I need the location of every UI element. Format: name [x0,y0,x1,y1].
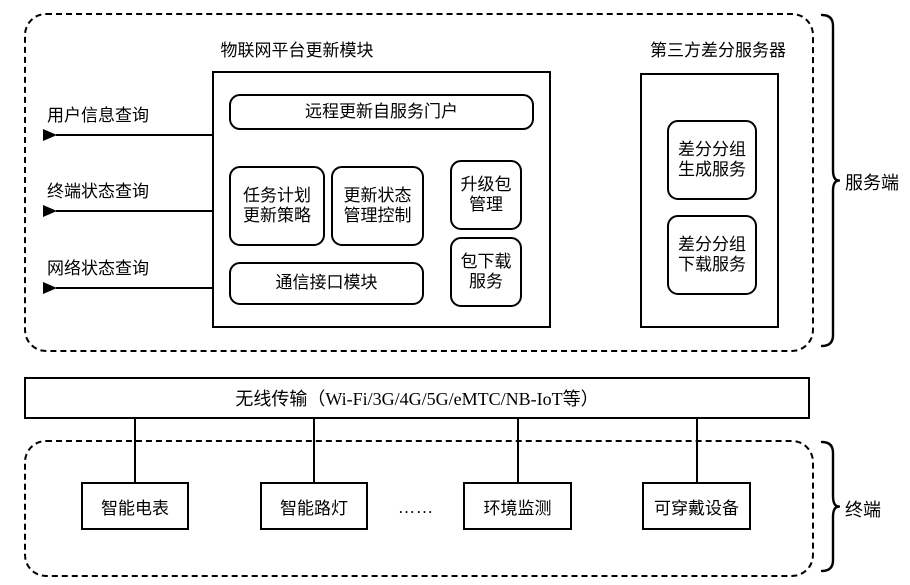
diff-gen-line2: 生成服务 [678,160,746,179]
diff-group-generation-service[interactable]: 差分分组 生成服务 [667,120,757,200]
terminal-status-query-label: 终端状态查询 [47,182,149,201]
terminal-group-container [24,440,814,577]
upgrade-package-line2: 管理 [469,195,503,214]
network-status-query-label: 网络状态查询 [47,259,149,278]
platform-title: 物联网平台更新模块 [220,41,374,60]
connector-environment-monitoring [517,419,519,482]
package-download-line1: 包下载 [460,251,512,271]
diff-dl-line2: 下载服务 [678,255,746,274]
update-status-line1: 更新状态 [343,185,412,205]
update-status-line2: 管理控制 [343,206,412,225]
smart-meter-box[interactable]: 智能电表 [81,482,189,530]
upgrade-package-management[interactable]: 升级包 管理 [450,160,522,230]
terminal-brace-label: 终端 [845,500,881,520]
wearable-device-box[interactable]: 可穿戴设备 [642,482,751,530]
terminal-status-query-arrow-line [56,210,212,212]
package-download-line2: 服务 [469,272,503,291]
diff-dl-line1: 差分分组 [678,234,746,254]
terminal-brace [816,440,840,573]
terminal-ellipsis: …… [398,498,434,517]
environment-monitoring-box[interactable]: 环境监测 [463,482,572,530]
connector-wearable-device [696,419,698,482]
remote-update-self-service-portal[interactable]: 远程更新自服务门户 [229,94,534,130]
user-info-query-label: 用户信息查询 [47,106,149,125]
terminal-status-query-arrow-head [43,204,57,217]
diff-group-download-service[interactable]: 差分分组 下载服务 [667,215,757,295]
upgrade-package-line1: 升级包 [460,174,512,194]
task-plan-line2: 更新策略 [243,206,311,225]
server-group-container [24,13,814,352]
wireless-transmission-bar: 无线传输（Wi-Fi/3G/4G/5G/eMTC/NB-IoT等） [24,377,810,419]
package-download-service[interactable]: 包下载 服务 [450,237,522,307]
server-brace [816,13,840,348]
connector-smart-meter [134,419,136,482]
smart-streetlight-box[interactable]: 智能路灯 [260,482,368,530]
user-info-query-arrow-head [43,128,57,141]
connector-smart-streetlight [313,419,315,482]
third-party-title: 第三方差分服务器 [650,41,786,60]
network-status-query-arrow-line [56,287,212,289]
update-status-management-control[interactable]: 更新状态 管理控制 [331,166,424,246]
task-plan-update-policy[interactable]: 任务计划 更新策略 [229,166,325,246]
server-brace-label: 服务端 [845,173,899,193]
diff-gen-line1: 差分分组 [678,139,746,159]
communication-interface-module[interactable]: 通信接口模块 [229,262,424,305]
task-plan-line1: 任务计划 [243,185,311,205]
network-status-query-arrow-head [43,281,57,294]
user-info-query-arrow-line [56,134,212,136]
